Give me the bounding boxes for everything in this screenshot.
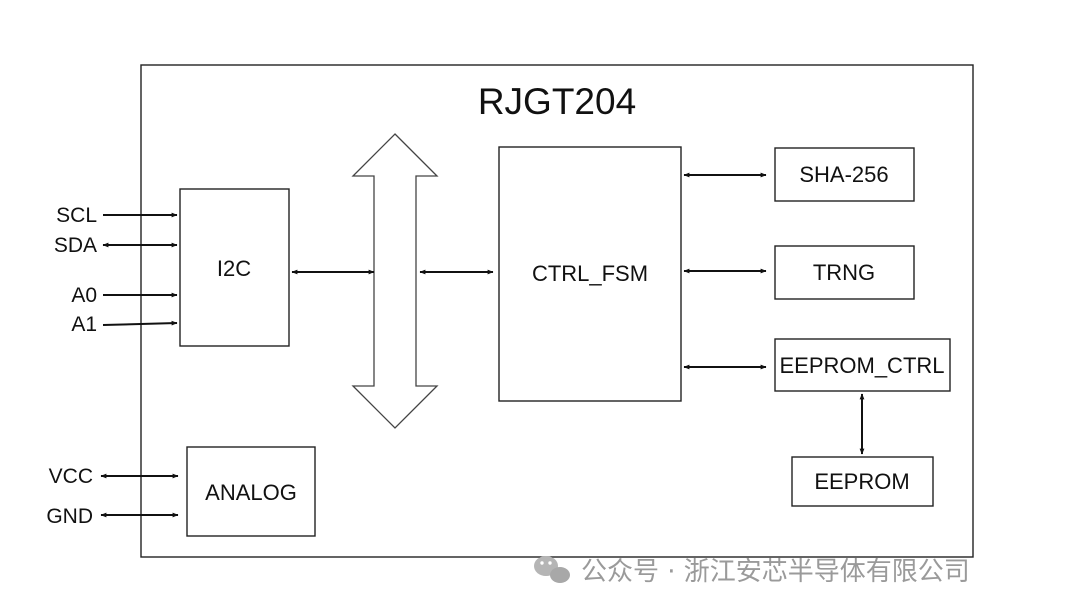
sha256-block xyxy=(774,147,915,202)
pin-gnd-label: GND xyxy=(46,505,93,528)
i2c-block xyxy=(179,188,290,347)
wechat-icon xyxy=(534,556,570,583)
analog-block xyxy=(186,446,316,537)
internal-bus-arrow xyxy=(351,133,439,429)
ctrl-fsm-block xyxy=(498,146,682,402)
sha256-label: SHA-256 xyxy=(799,162,888,187)
eeprom-label: EEPROM xyxy=(814,469,909,494)
a1-input-arrow xyxy=(102,320,178,326)
pin-a0-label: A0 xyxy=(71,284,97,307)
watermark-text: 公众号 · 浙江安芯半导体有限公司 xyxy=(581,557,970,587)
pin-scl-label: SCL xyxy=(56,204,97,227)
i2c-label: I2C xyxy=(217,256,251,281)
trng-block xyxy=(774,245,915,300)
pin-sda-label: SDA xyxy=(54,234,97,257)
eeprom-ctrl-block xyxy=(774,338,951,392)
trng-label: TRNG xyxy=(813,260,875,285)
chip-title: RJGT204 xyxy=(478,81,636,122)
analog-label: ANALOG xyxy=(205,480,297,505)
pin-vcc-label: VCC xyxy=(49,465,93,488)
eeprom-block xyxy=(791,456,934,507)
pin-a1-label: A1 xyxy=(71,313,97,336)
ctrl-fsm-label: CTRL_FSM xyxy=(532,261,648,286)
eeprom-ctrl-label: EEPROM_CTRL xyxy=(779,353,944,378)
